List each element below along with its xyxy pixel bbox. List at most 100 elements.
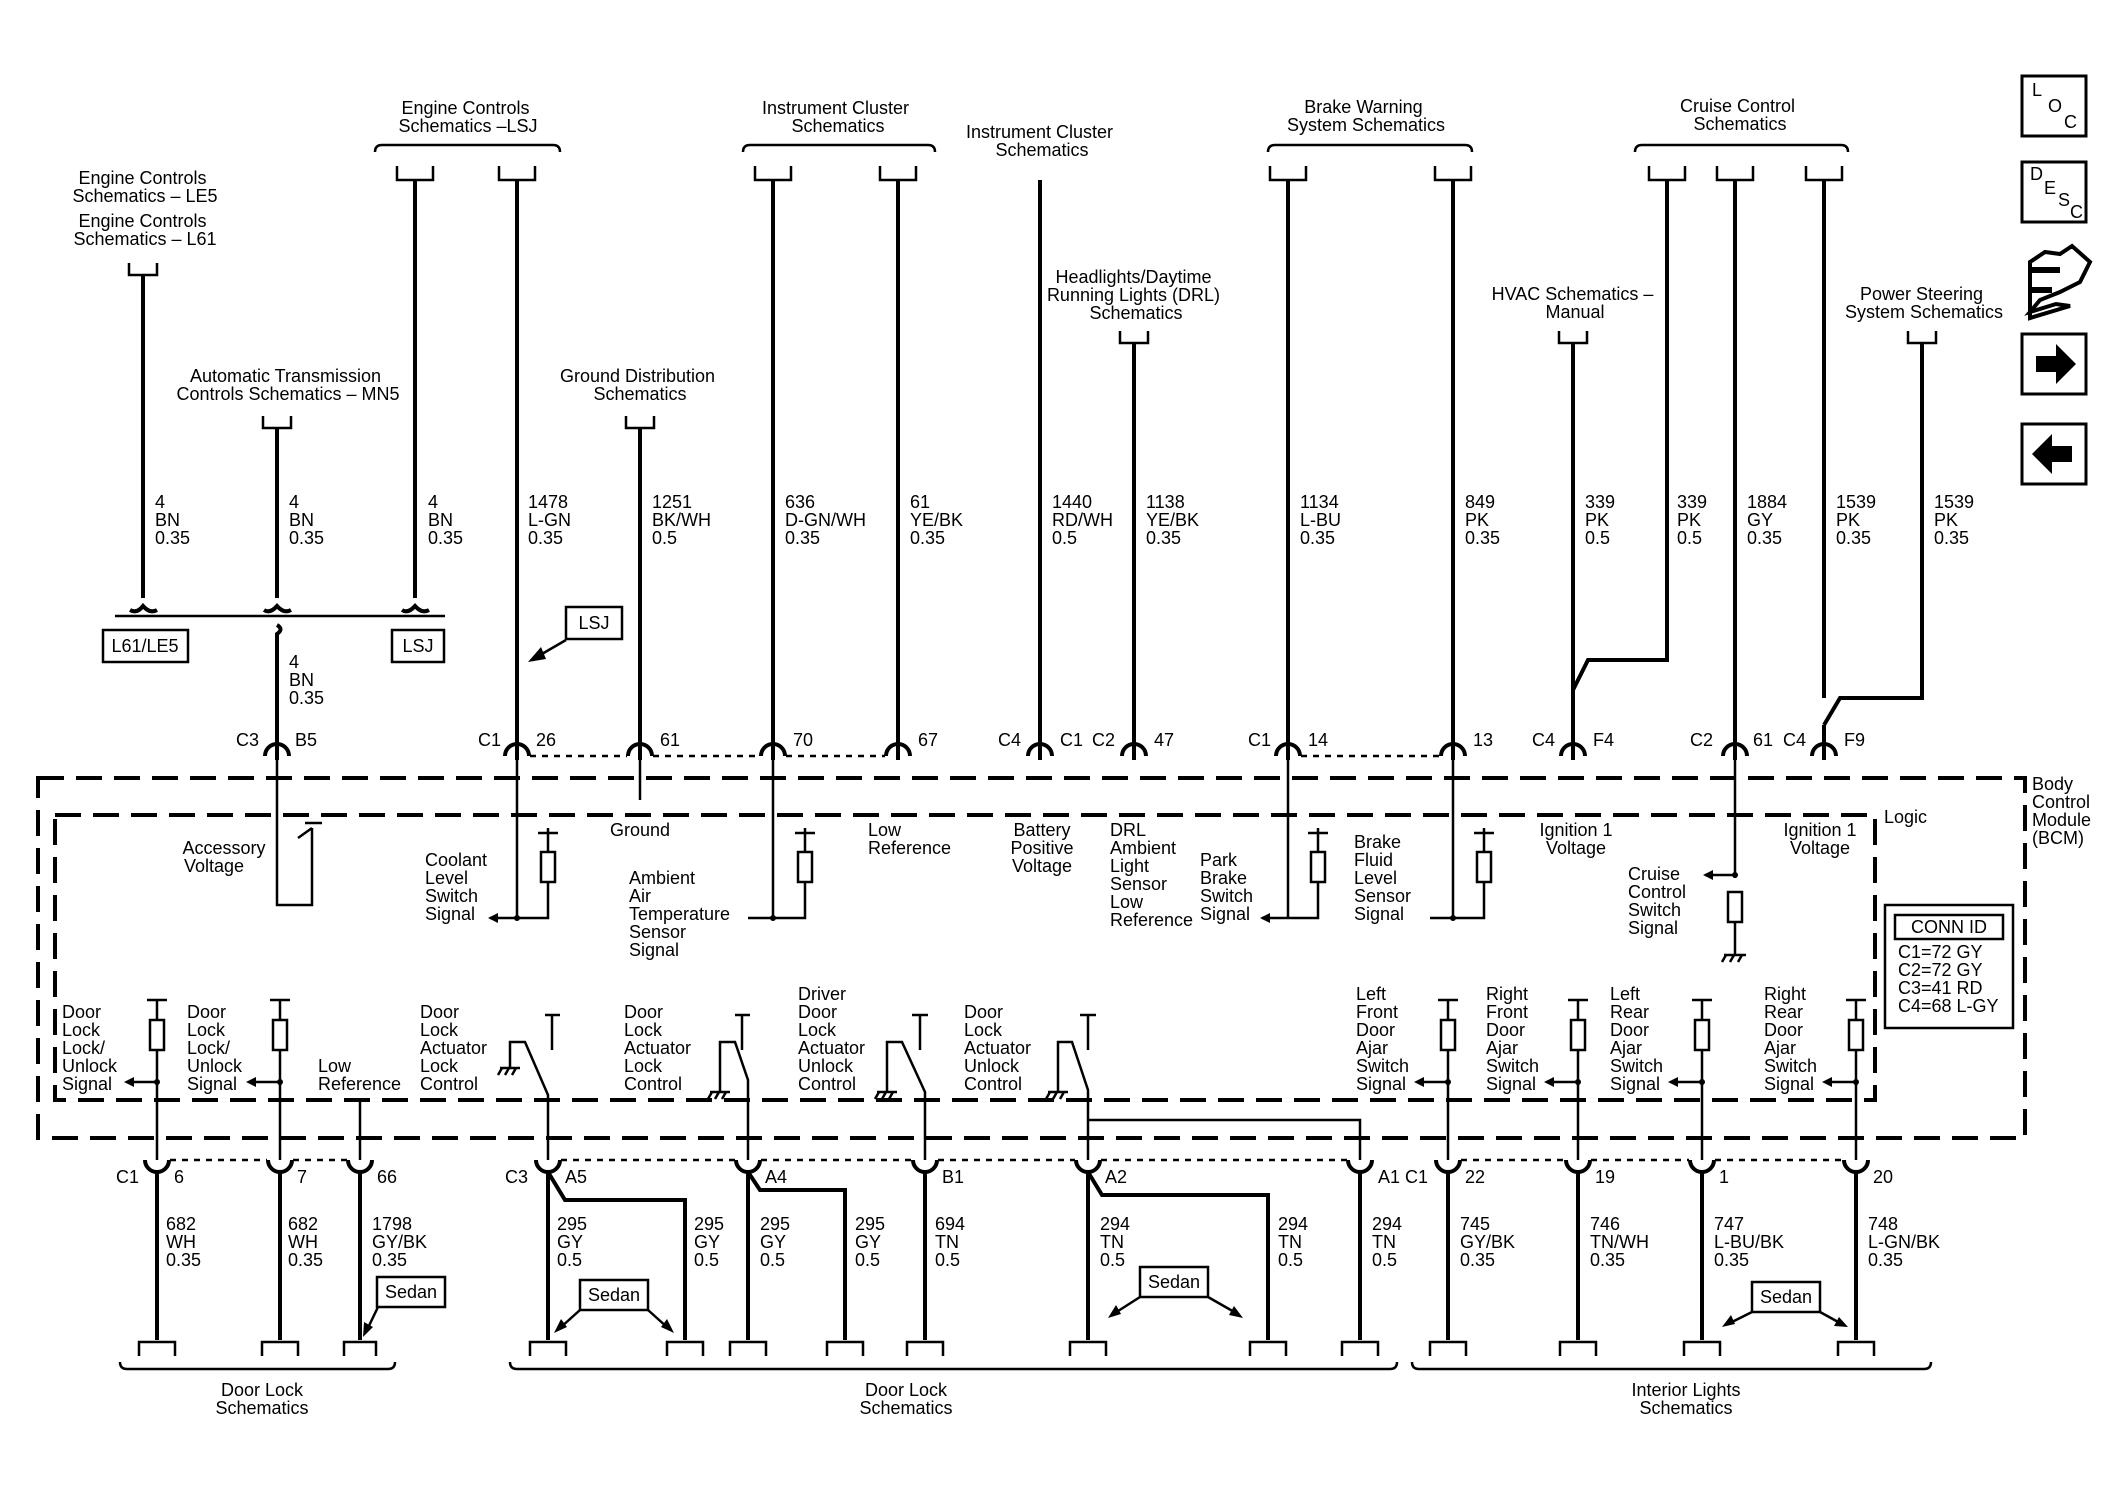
pin-label: C1 <box>116 1167 139 1187</box>
conn-id-box: CONN ID C1=72 GY C2=72 GY C3=41 RD C4=68… <box>1883 903 2015 1030</box>
pin-label: C3 <box>505 1167 528 1187</box>
ref-trans-mn5[interactable]: Automatic Transmission Controls Schemati… <box>176 366 399 404</box>
pin-label: F4 <box>1593 730 1614 750</box>
label-ground: Ground <box>610 820 670 840</box>
upper-pin-arcs <box>263 742 1838 758</box>
pin-label: A2 <box>1105 1167 1127 1187</box>
actuator-switch <box>873 1013 928 1160</box>
svg-text:L: L <box>2032 80 2042 100</box>
lower-pin-arcs <box>143 1158 1870 1174</box>
tag-l61-le5: L61/LE5 <box>111 636 178 656</box>
ref-ic-1[interactable]: Instrument Cluster Schematics <box>762 98 914 136</box>
tag-lsj-arrow: LSJ <box>578 613 609 633</box>
pin-label: A1 <box>1378 1167 1400 1187</box>
ref-headlights[interactable]: Headlights/Daytime Running Lights (DRL) … <box>1047 267 1225 323</box>
next-page-arrow-icon[interactable] <box>2020 332 2088 396</box>
pin-label: 7 <box>297 1167 307 1187</box>
previous-page-arrow-icon[interactable] <box>2020 422 2088 486</box>
nav-icons: L O C D E S C <box>2020 74 2093 486</box>
svg-text:E: E <box>2044 178 2056 198</box>
ref-ground-dist[interactable]: Ground Distribution Schematics <box>560 366 720 404</box>
logic-label: Logic <box>1884 807 1927 827</box>
ref-brake-warning[interactable]: Brake Warning System Schematics <box>1287 97 1445 135</box>
pin-label: C1 <box>1405 1167 1428 1187</box>
pin-label: 6 <box>174 1167 184 1187</box>
pin-label: A5 <box>565 1167 587 1187</box>
conn-id-title: CONN ID <box>1911 917 1987 937</box>
ref-engine-lsj[interactable]: Engine Controls Schematics –LSJ <box>398 98 537 136</box>
option-tags: L61/LE5 LSJ LSJ <box>101 605 624 664</box>
lower-pin-labels: C1 6 7 66 C3 A5 A4 B1 A2 A1 C1 22 19 1 2… <box>116 1167 1893 1187</box>
top-brackets <box>373 143 1850 153</box>
loc-icon[interactable]: L O C <box>2020 74 2088 138</box>
ref-power-steering[interactable]: Power Steering System Schematics <box>1845 284 2003 322</box>
ref-engine-l61[interactable]: Engine Controls Schematics – L61 <box>73 211 216 249</box>
svg-text:S: S <box>2058 190 2070 210</box>
pin-label: 19 <box>1595 1167 1615 1187</box>
pin-label: 70 <box>793 730 813 750</box>
ref-ic-2[interactable]: Instrument Cluster Schematics <box>966 122 1118 160</box>
pin-label: 61 <box>1753 730 1773 750</box>
bcm-module: Body Control Module (BCM) Logic <box>36 774 2096 1140</box>
tag-sedan: Sedan <box>588 1285 640 1305</box>
pin-label: 47 <box>1154 730 1174 750</box>
pin-label: 66 <box>377 1167 397 1187</box>
ref-engine-le5[interactable]: Engine Controls Schematics – LE5 <box>72 168 217 206</box>
pin-label: 20 <box>1873 1167 1893 1187</box>
pin-label: F9 <box>1844 730 1865 750</box>
ref-cruise[interactable]: Cruise Control Schematics <box>1680 96 1800 134</box>
desc-icon[interactable]: D E S C <box>2020 160 2088 224</box>
upper-wires <box>115 180 1924 760</box>
top-reference-labels: Engine Controls Schematics – LE5 Engine … <box>72 96 2003 404</box>
module-title: Body Control Module (BCM) <box>2032 774 2096 848</box>
svg-text:C: C <box>2070 202 2083 222</box>
connector-pinout-icon[interactable] <box>2024 243 2093 321</box>
lower-internal-circuits <box>124 998 1866 1160</box>
tag-sedan: Sedan <box>385 1282 437 1302</box>
svg-text:O: O <box>2048 96 2062 116</box>
top-connectors <box>127 166 1938 430</box>
upper-pin-labels: C3 B5 C1 26 61 70 67 C4 C1 C2 47 C1 14 1… <box>236 730 1865 750</box>
pin-label: C4 <box>1532 730 1555 750</box>
ref-hvac[interactable]: HVAC Schematics – Manual <box>1492 284 1659 322</box>
